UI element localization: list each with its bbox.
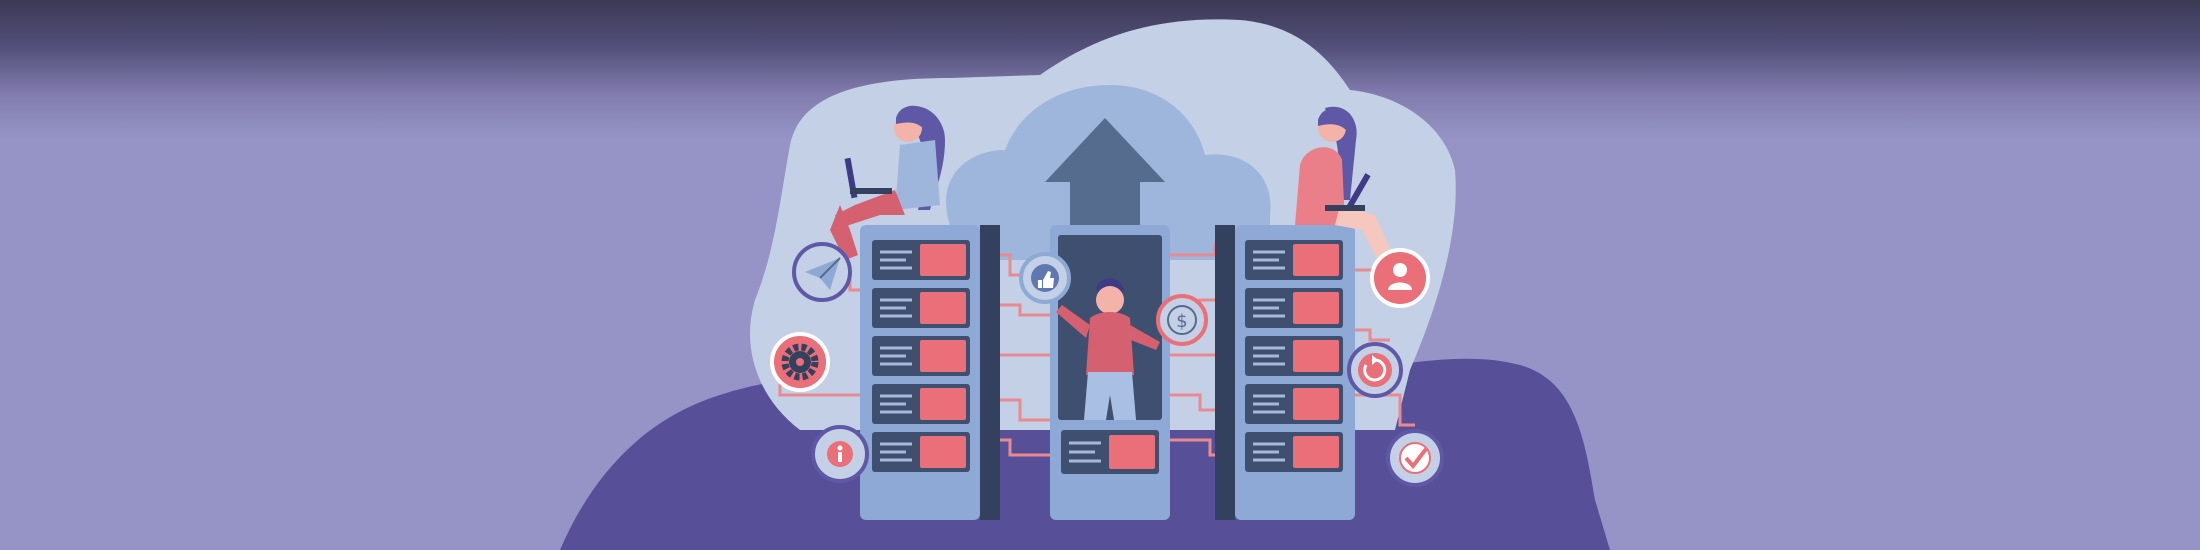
- svg-text:$: $: [1176, 311, 1187, 332]
- paper-plane-icon: [792, 242, 852, 302]
- woman-with-laptop-right: [1295, 106, 1395, 265]
- user-icon: [1370, 248, 1430, 308]
- upload-arrow-icon: [1045, 118, 1165, 235]
- refresh-icon: [1347, 342, 1403, 398]
- woman-with-laptop-left: [830, 105, 945, 260]
- info-icon: [811, 425, 869, 483]
- server-rack-left: [860, 225, 1000, 520]
- man-center: [1056, 278, 1160, 420]
- server-units-left: [872, 240, 970, 472]
- checkmark-icon: [1386, 429, 1444, 487]
- thumbs-up-icon: [1019, 252, 1071, 304]
- server-rack-right: [1215, 225, 1355, 520]
- gear-icon: [770, 332, 830, 392]
- dollar-icon: $: [1156, 294, 1208, 346]
